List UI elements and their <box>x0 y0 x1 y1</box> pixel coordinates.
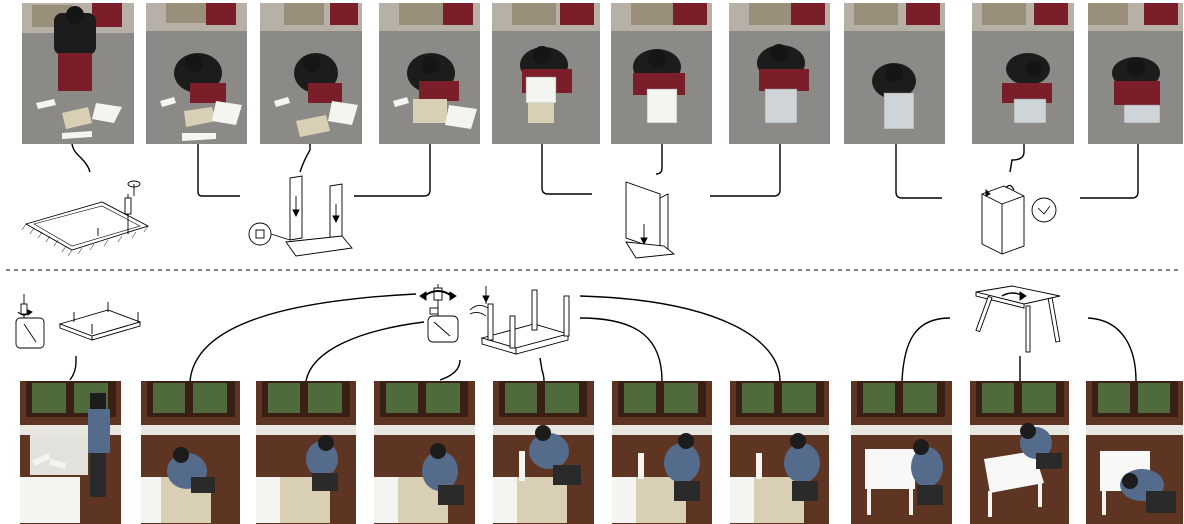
top-photo-5 <box>492 3 600 144</box>
top-photo-7 <box>729 3 830 144</box>
bottom-photo-9 <box>970 381 1069 524</box>
top-frame-8 <box>844 3 945 144</box>
top-frame-6 <box>611 3 712 144</box>
leg-screw-rotate-icon <box>410 282 466 346</box>
top-photo-4 <box>379 3 480 144</box>
side-panel-attach-icon <box>620 180 678 260</box>
bottom-photo-5 <box>493 381 594 524</box>
bottom-photo-2 <box>141 381 240 524</box>
top-photo-9 <box>972 3 1074 144</box>
top-photo-2 <box>146 3 247 144</box>
bottom-photo-8 <box>851 381 952 524</box>
bottom-frame-9 <box>970 381 1069 524</box>
bottom-photo-1 <box>20 381 121 524</box>
screwdriver-on-board-icon <box>20 176 162 260</box>
bottom-frame-3 <box>256 381 356 524</box>
table-top-with-pegs-icon <box>12 290 144 356</box>
bottom-frame-5 <box>493 381 594 524</box>
bottom-photo-4 <box>374 381 475 524</box>
box-frame-assembly-icon <box>976 178 1058 260</box>
top-frame-4 <box>379 3 480 144</box>
top-frame-2 <box>146 3 247 144</box>
bottom-frame-10 <box>1086 381 1183 524</box>
top-frame-9 <box>972 3 1074 144</box>
top-frame-3 <box>260 3 362 144</box>
top-photo-6 <box>611 3 712 144</box>
top-photo-3 <box>260 3 362 144</box>
table-flip-over-icon <box>972 284 1068 356</box>
top-frame-1 <box>22 3 134 144</box>
bottom-frame-7 <box>730 381 829 524</box>
top-frame-5 <box>492 3 600 144</box>
table-legs-attached-icon <box>468 282 580 358</box>
bottom-photo-7 <box>730 381 829 524</box>
bottom-frame-4 <box>374 381 475 524</box>
bottom-photo-6 <box>612 381 712 524</box>
bottom-frame-6 <box>612 381 712 524</box>
top-photo-8 <box>844 3 945 144</box>
bottom-photo-3 <box>256 381 356 524</box>
top-frame-10 <box>1088 3 1183 144</box>
top-photo-1 <box>22 3 134 144</box>
bottom-frame-8 <box>851 381 952 524</box>
bottom-photo-10 <box>1086 381 1183 524</box>
top-photo-10 <box>1088 3 1183 144</box>
top-frame-7 <box>729 3 830 144</box>
two-panels-insert-icon <box>244 174 356 260</box>
bottom-frame-2 <box>141 381 240 524</box>
bottom-frame-1 <box>20 381 121 524</box>
